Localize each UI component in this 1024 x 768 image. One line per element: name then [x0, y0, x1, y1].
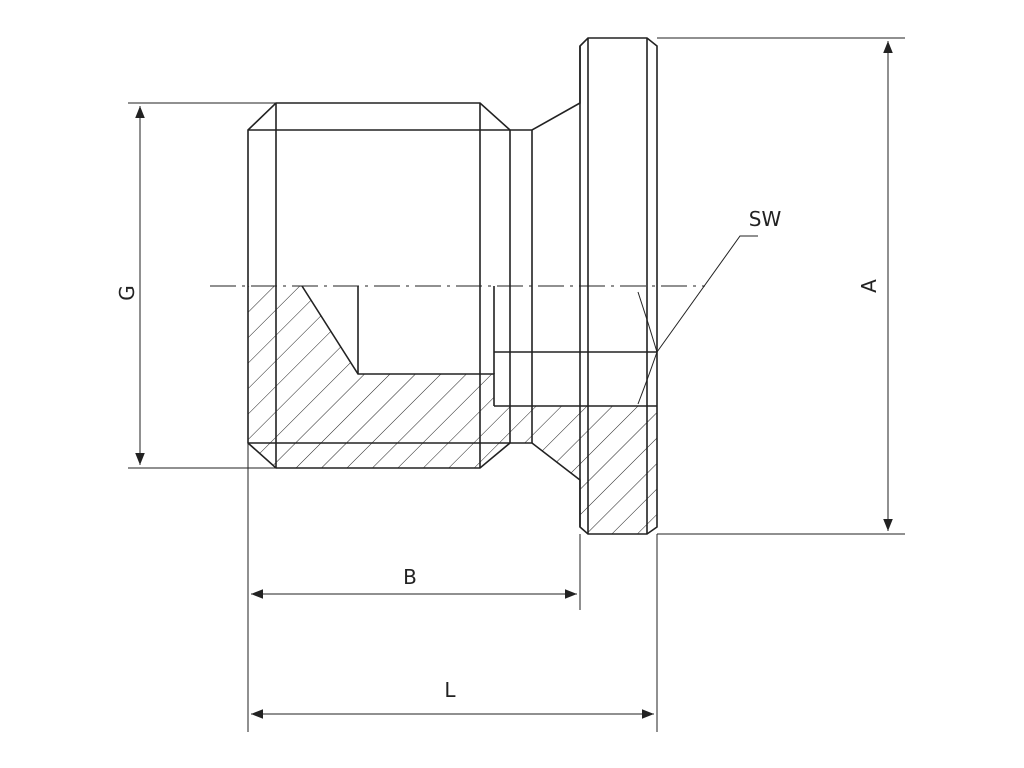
label-a: A — [857, 279, 881, 293]
label-b: B — [403, 565, 417, 589]
label-l: L — [444, 678, 456, 702]
label-sw: SW — [749, 207, 782, 231]
bore-section — [301, 285, 658, 407]
sw-leader-line — [656, 235, 758, 353]
label-g: G — [115, 285, 139, 301]
extension-lines — [128, 37, 905, 732]
section-hatching — [248, 286, 657, 534]
